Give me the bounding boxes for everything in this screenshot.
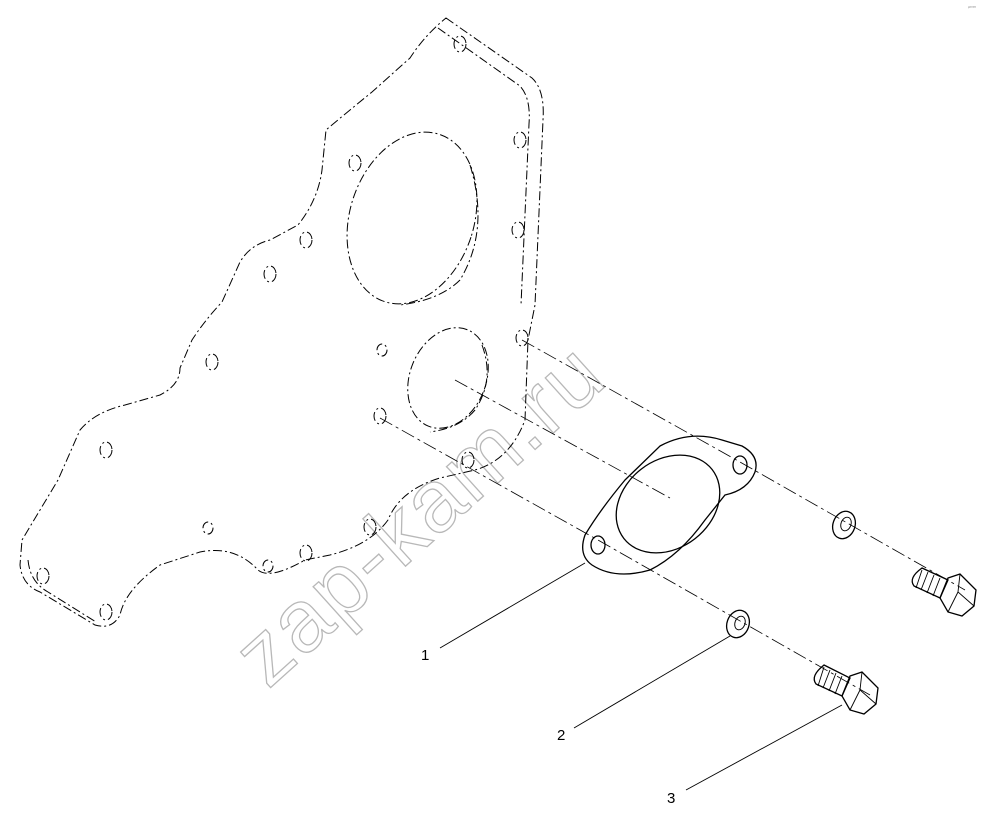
plate-edge-inner	[437, 27, 530, 306]
assembly-centerlines	[379, 339, 966, 696]
bolt-hole	[202, 521, 214, 535]
bolt-hole	[99, 603, 113, 621]
callout-label: 2	[557, 727, 565, 744]
washer-inner	[840, 516, 852, 532]
large-bore	[346, 131, 478, 305]
callout-1: 1	[421, 562, 586, 664]
cover-plate	[582, 435, 757, 575]
bolt-shank	[813, 664, 851, 697]
cover-plate-outline	[582, 435, 757, 575]
cover-plate-hole-upper	[732, 455, 748, 475]
leader-line	[685, 704, 843, 791]
callout-2: 2	[557, 635, 731, 744]
bolt-hole	[515, 329, 529, 347]
small-bore-depth	[429, 344, 488, 433]
washer-upper	[831, 510, 857, 540]
centerline-cover	[454, 379, 671, 499]
watermark: zap-kam.ru	[214, 323, 622, 704]
bolt-head	[939, 573, 977, 617]
bolt-thread	[817, 666, 843, 695]
bolt-head-face	[947, 573, 975, 613]
bolt-hole	[262, 559, 274, 573]
cover-plate-hole-lower	[590, 535, 606, 555]
bolt-hole	[299, 544, 313, 562]
bolt-hole	[373, 407, 387, 425]
bolt-thread	[915, 569, 941, 597]
large-bore-depth	[399, 164, 479, 306]
centerline-upper-bolt	[521, 339, 966, 591]
washer-outer	[831, 510, 857, 540]
callout-label: 3	[667, 790, 675, 807]
plate-edge-left	[27, 559, 97, 623]
callout-label: 1	[421, 647, 429, 664]
bolt-hole	[205, 353, 219, 371]
bolt-lower	[813, 664, 879, 715]
bolt-hole	[363, 518, 377, 536]
plate-outline	[19, 17, 544, 627]
bolt-hole	[299, 231, 313, 249]
bolt-head	[841, 671, 879, 715]
bolt-hole	[376, 343, 388, 357]
bolt-hole	[453, 35, 467, 53]
bolt-hole	[348, 154, 362, 172]
bolt-head-face	[849, 671, 877, 711]
bolt-hole	[99, 441, 113, 459]
washer-outer	[725, 609, 751, 639]
centerline-lower-bolt	[379, 417, 871, 696]
bolt-hole	[36, 567, 50, 585]
callout-3: 3	[667, 704, 843, 807]
bolt-shank	[911, 567, 949, 599]
leader-line	[573, 635, 731, 729]
bolt-hole	[513, 131, 527, 149]
gear-housing-plate	[19, 17, 544, 627]
bolt-hole	[511, 221, 525, 239]
small-bore	[407, 327, 489, 429]
corner-mark: ᵖ⁰⁰⁰⁰	[968, 5, 976, 10]
plate-bolt-holes	[36, 35, 529, 621]
bolt-hole	[263, 265, 277, 283]
washer-inner	[734, 615, 746, 631]
cover-plate-opening	[615, 454, 721, 554]
bolt-hole	[461, 451, 475, 469]
bolt-upper	[911, 567, 977, 617]
leader-line	[439, 562, 586, 649]
washer-lower	[725, 609, 751, 639]
